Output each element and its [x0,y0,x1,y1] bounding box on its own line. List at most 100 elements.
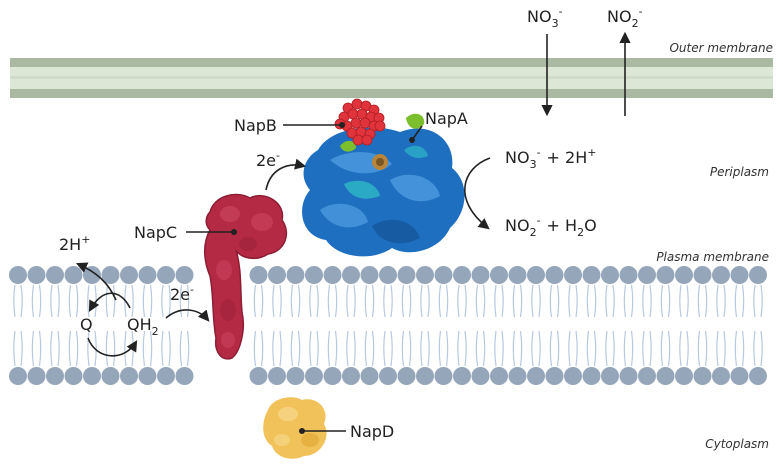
lipid-tail [408,330,412,367]
lipid-head [157,367,175,385]
outer-membrane-label: Outer membrane [669,41,773,55]
lipid-head [749,266,767,284]
outer-membrane [10,58,773,98]
lipid-tail [568,284,571,318]
lipid-tail [623,330,627,367]
lipid-tail [457,284,460,318]
lipid-tail [142,284,146,318]
lipid-tail [75,330,79,367]
napB-sphere [356,108,368,120]
lipid-head [656,367,675,385]
lipid-head [138,266,157,284]
lipid-tail [272,284,275,318]
lipid-head [416,367,434,385]
lipid-tail [20,330,23,367]
lipid-tail [31,330,35,367]
lipid-head [471,266,490,284]
lipid-tail [161,284,164,318]
lipid-tail [494,330,497,367]
lipid-tail [149,330,153,367]
lipid-head [453,266,471,284]
lipid-tail [334,284,338,318]
quinol-label: QH2 [127,315,159,338]
lipid-tail [445,330,449,367]
napB-sphere [374,120,386,132]
lipid-head [46,367,64,385]
lipid-tail [87,284,90,318]
lipid-head [360,266,379,284]
lipid-tail [353,330,356,367]
lipid-tail [538,330,541,367]
lipid-head [490,266,508,284]
lipid-tail [760,284,763,318]
lipid-head [712,266,730,284]
lipid-tail [723,284,726,318]
plasma-membrane-bilayer [9,266,767,385]
lipid-head [379,367,397,385]
lipid-tail [390,330,393,367]
lipid-tail [297,284,301,318]
lipid-head [157,266,175,284]
napB-sphere [352,134,364,146]
lipid-tail [297,330,301,367]
lipid-tail [408,284,412,318]
lipid-tail [494,284,497,318]
lipid-tail [260,330,264,367]
lipid-head [342,367,360,385]
lipid-tail [383,284,386,318]
lipid-tail [704,330,708,367]
lipid-tail [512,330,516,367]
lipid-head [656,266,675,284]
lipid-tail [38,330,42,367]
lipid-tail [568,330,571,367]
lipid-head [619,266,638,284]
lipid-head [120,266,138,284]
reaction-products: NO2-+ H2O [505,214,597,239]
lipid-head [471,367,490,385]
lipid-tail [112,284,116,318]
lipid-tail [512,284,516,318]
lipid-tail [482,330,486,367]
lipid-tail [716,284,719,318]
lipid-tail [13,330,16,367]
lipid-tail [179,284,183,318]
lipid-tail [68,330,72,367]
lipid-tail [593,284,597,318]
lipid-head [64,266,83,284]
lipid-tail [316,284,319,318]
lipid-head [138,367,157,385]
lipid-tail [475,330,479,367]
lipid-tail [253,330,257,367]
quinone-label: Q [80,315,93,334]
lipid-head [638,266,656,284]
lipid-tail [57,330,60,367]
lipid-tail [383,330,386,367]
lipid-head [434,367,453,385]
napB-sphere [350,117,362,129]
lipid-tail [401,284,405,318]
lipid-head [286,266,305,284]
lipid-tail [531,330,534,367]
napC-protein [204,193,288,360]
lipid-head [619,367,638,385]
lipid-head [693,367,712,385]
lipid-tail [679,284,682,318]
lipid-head [416,266,434,284]
lipid-tail [660,284,664,318]
lipid-tail [704,284,708,318]
lipid-head [27,367,46,385]
lipid-head [527,367,545,385]
lipid-tail [642,284,645,318]
reaction-arrow [463,157,491,230]
lipid-tail [464,330,467,367]
lipid-tail [168,284,171,318]
lipid-tail [279,330,282,367]
napB-protein [334,98,386,146]
lipid-head [601,266,619,284]
lipid-head [693,266,712,284]
lipid-head [268,367,286,385]
lipid-tail [420,330,423,367]
lipid-tail [649,284,652,318]
lipid-head [508,266,527,284]
